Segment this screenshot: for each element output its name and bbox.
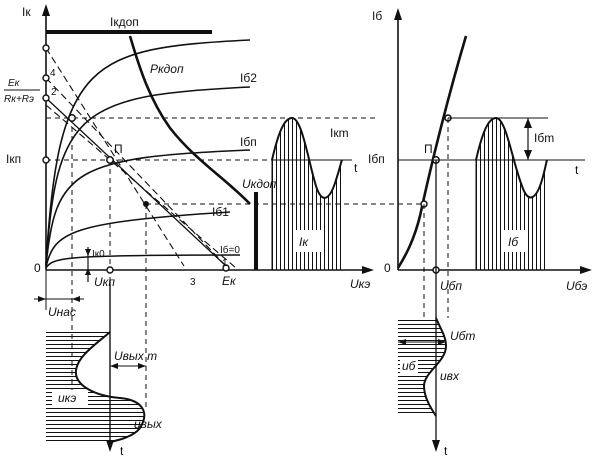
ib-axis-label: Iб [372,9,382,23]
ib0-label: Iб=0 [220,244,240,256]
point-axis-4 [42,74,50,82]
uke-axis-label: Uкэ [350,277,370,291]
ibp-right-label: Iбп [368,152,385,166]
uvx-label: uвх [440,369,460,383]
origin-label-left: 0 [34,261,41,275]
ib-area-label-bg [502,230,528,252]
ub-waveform [422,317,448,417]
curve-ib-max [45,39,251,266]
ub-wave-label: uб [402,359,417,373]
ek-fraction-denominator: Rк+Rэ [4,94,34,105]
unas-arrow-left-icon [38,296,46,302]
t-label-ikm: t [354,161,358,175]
uvyx-m-label: Uвых m [114,349,157,363]
ibp-label: Iбп [240,135,257,149]
ib-area-label: Iб [508,235,519,249]
marker-3-label: 3 [190,277,196,288]
point-axis-top [42,44,50,52]
curve-ib2 [45,86,251,266]
load-line-main [45,97,227,267]
uke-axis-arrow-icon [362,266,374,274]
ib1-label: Iб1 [212,205,229,219]
t-label-ub: t [444,444,448,458]
point-axis-ikp [42,156,50,164]
load-line-3 [45,47,185,267]
uke-label-bg [52,390,88,406]
ib-axis-arrow-icon [394,8,402,20]
ub-t-arrow-icon [432,440,440,452]
uvyx-m-arrow-right-icon [138,363,146,369]
ikm-waveform [271,116,343,199]
uke-wave-label: uкэ [58,391,76,405]
load-line-1 [45,77,229,269]
t-label-uke: t [120,444,124,458]
point-axis-2 [42,94,50,102]
uk-dop-label: Uкдоп [242,177,277,191]
ubm-label: Uбm [450,329,475,343]
curve-ibp [45,149,251,267]
ik-area-label-bg [295,230,321,252]
unas-arrow-right-icon [72,296,80,302]
pk-dop-curve [128,35,251,205]
ub-label-bg [400,358,418,374]
input-point-p-label: П [424,142,433,156]
point-lower [143,201,149,207]
point-axis-ek [222,264,230,272]
marker-2-label: 2 [51,87,57,98]
ubm-arrow-left-icon [398,339,406,345]
ibm-arrow-down-icon [524,150,532,160]
ib-waveform [475,116,548,199]
ikp-label: Iкп [6,152,21,166]
uvyx-m-arrow-left-icon [110,363,118,369]
input-characteristic-curve [396,35,468,269]
ukp-label: Uкп [94,275,115,289]
point-upper [68,114,76,122]
point-p-label: П [114,142,123,156]
operating-point-p [106,156,114,164]
ikm-label: Iкm [330,126,349,140]
output-characteristics-panel: Iк Iкдоп Pкдоп Iб2 Iбп Iб1 Iб=0 Eк Rк+Rэ… [4,4,425,458]
ube-axis-label: Uбэ [566,279,587,293]
ik0-arrow-down-icon [85,268,91,275]
ek-axis-label: Eк [222,274,237,288]
uke-waveform [74,331,146,443]
ubp-label: Uбп [440,279,462,293]
ik-axis-arrow-icon [42,4,50,16]
ib-waveform-fill [476,118,547,270]
ik-area-label: Iк [299,235,309,249]
ube-axis-arrow-icon [580,266,592,274]
ubm-arrow-right-icon [438,339,446,345]
marker-1-label: 1 [222,258,228,269]
unas-label: Uнас [48,305,76,319]
ibm-label: Iбm [534,131,554,145]
marker-4-label: 4 [50,68,56,79]
input-characteristic-panel: Iб Iбп Iбm П Iб t 0 Uбп Uбэ Uбm uб uвх t [368,8,592,458]
ek-fraction-numerator: Eк [8,78,21,89]
pk-dop-label: Pкдоп [150,62,184,76]
point-axis-ukp [106,266,114,274]
curve-ib0 [45,254,241,269]
uke-t-arrow-icon [106,440,114,452]
t-label-ib: t [575,163,579,177]
uvyx-label: uвых [134,417,163,431]
ik-dop-label: Iкдоп [110,15,139,29]
ik0-label: Iк0 [92,249,105,260]
ikm-waveform-fill [272,118,342,270]
ib2-label: Iб2 [240,71,257,85]
ik0-arrow-icon [85,249,91,256]
ibm-arrow-up-icon [524,118,532,128]
uke-waveform-fill [46,332,145,442]
ik-axis-label: Iк [22,5,31,19]
origin-label-right: 0 [384,261,391,275]
